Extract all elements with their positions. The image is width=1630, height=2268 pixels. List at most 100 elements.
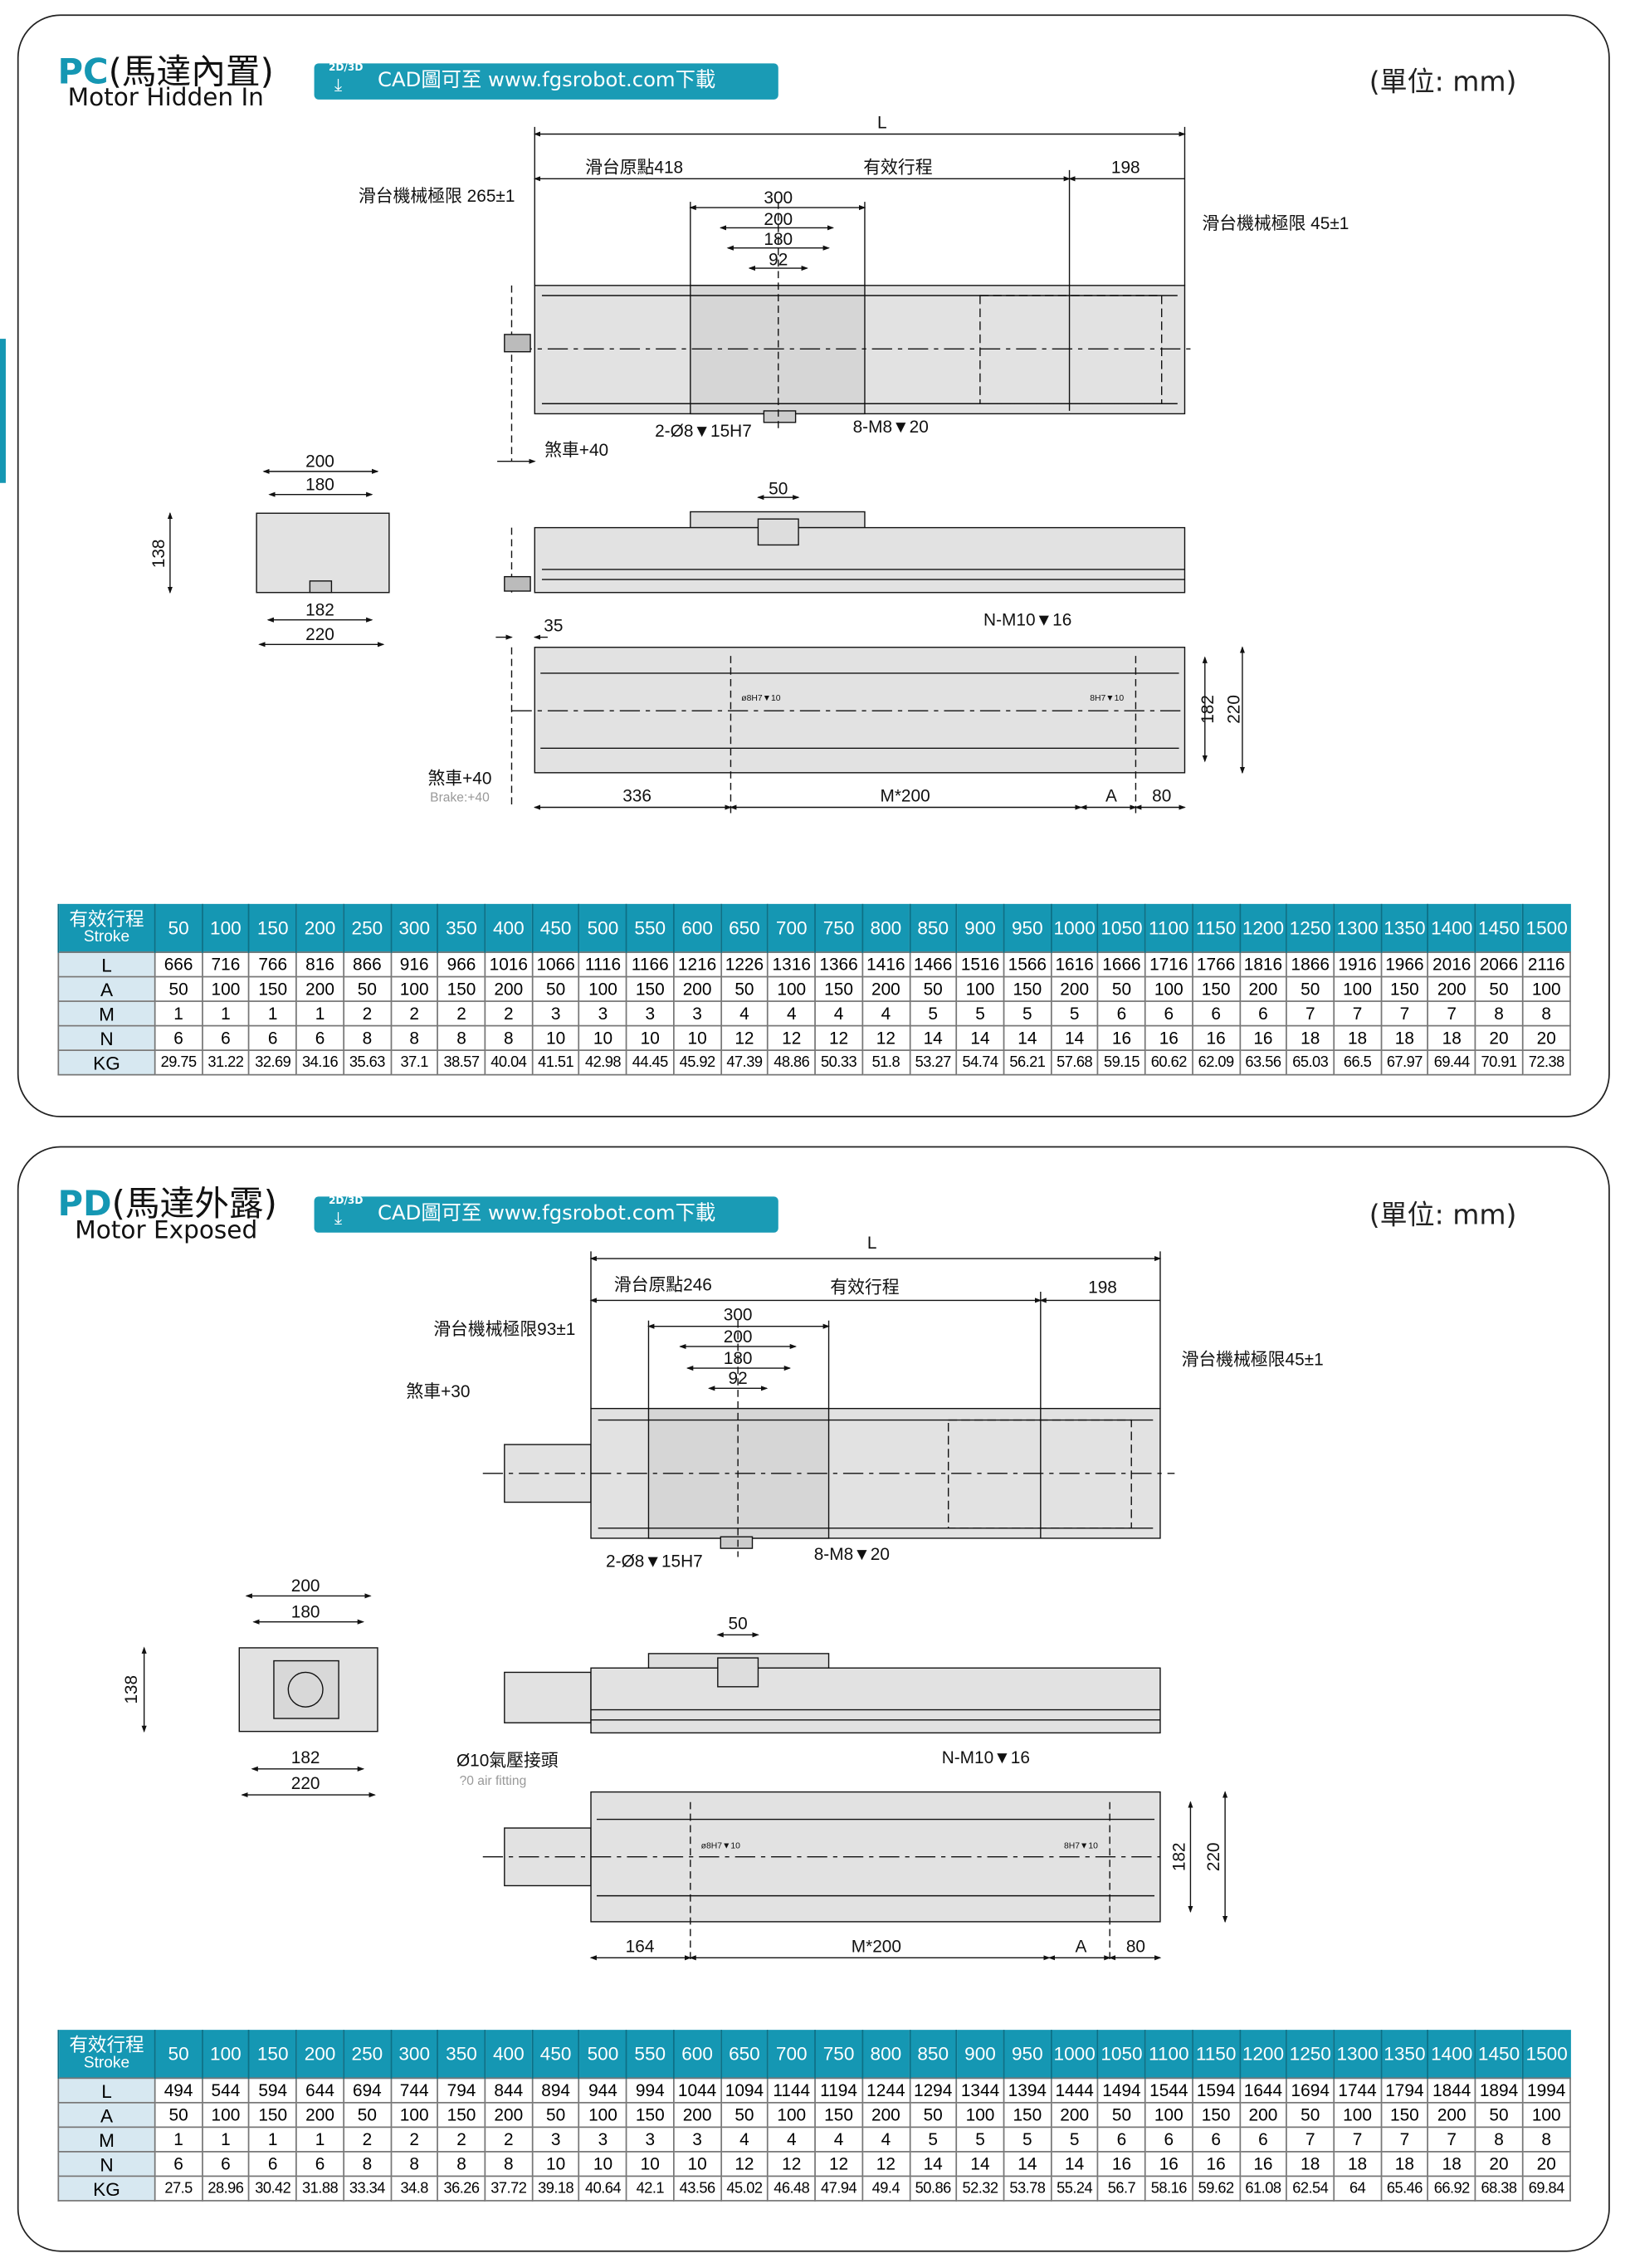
pc-panel [17, 14, 1610, 1117]
stroke-header-cn: 有效行程 [69, 907, 144, 930]
table-cell: 4 [861, 1000, 910, 1027]
table-cell: 50 [1286, 2101, 1335, 2129]
air-fitting-label: Ø10氣壓接頭 [456, 1751, 559, 1770]
row-label: N [57, 1024, 156, 1051]
pd-dim-180: 180 [724, 1349, 753, 1368]
stroke-value: 750 [814, 903, 862, 953]
table-cell: 966 [437, 951, 486, 978]
table-cell: 8 [389, 1024, 439, 1051]
table-cell: 3 [578, 1000, 627, 1027]
stroke-header-en: Stroke [83, 927, 130, 946]
stroke-value: 700 [767, 903, 816, 953]
table-cell: 12 [767, 2151, 817, 2178]
table-cell: 1816 [1238, 951, 1288, 978]
stroke-value: 1000 [1050, 903, 1099, 953]
table-cell: 200 [861, 2101, 910, 2129]
end-138: 138 [149, 539, 168, 568]
table-cell: 6 [201, 2151, 251, 2178]
table-cell: 50 [1097, 975, 1146, 1002]
pd-cad-download-link[interactable]: 2D/3D ⤓ CAD圖可至 www.fgsrobot.com下載 [314, 1195, 778, 1233]
table-cell: 53.78 [1003, 2175, 1052, 2202]
pd-end-view [238, 1647, 378, 1733]
stroke-value: 150 [248, 2030, 297, 2079]
table-cell: 50 [154, 2101, 203, 2129]
table-cell: 51.8 [861, 1049, 910, 1076]
pc-title: PC(馬達內置) [57, 43, 273, 94]
table-cell: 6 [248, 2151, 298, 2178]
table-cell: 200 [861, 975, 910, 1002]
stroke-value: 250 [343, 2030, 391, 2079]
table-cell: 3 [626, 2126, 675, 2153]
table-cell: 6 [248, 1024, 298, 1051]
table-cell: 6 [1191, 1000, 1241, 1027]
stroke-value: 300 [389, 2030, 438, 2079]
cad-text: CAD圖可至 www.fgsrobot.com下載 [377, 69, 716, 93]
end-182: 182 [305, 601, 334, 620]
dim-80: 80 [1152, 787, 1171, 806]
table-cell: 46.48 [767, 2175, 817, 2202]
table-cell: 5 [1003, 2126, 1052, 2153]
stroke-header-cn: 有效行程 [69, 2033, 144, 2055]
table-cell: 18 [1286, 1024, 1335, 1051]
table-cell: 39.18 [531, 2175, 580, 2202]
table-cell: 7 [1380, 1000, 1429, 1027]
pd-end-138: 138 [122, 1675, 141, 1704]
table-cell: 494 [154, 2077, 203, 2104]
table-cell: 150 [1380, 2101, 1429, 2129]
stroke-value: 100 [201, 903, 250, 953]
stroke-value: 750 [814, 2030, 862, 2079]
stroke-value: 1000 [1050, 2030, 1099, 2079]
table-cell: 6 [1191, 2126, 1241, 2153]
table-cell: 150 [1191, 2101, 1241, 2129]
pc-code: PC [57, 51, 109, 93]
dim-m200: M*200 [880, 787, 930, 806]
table-cell: 100 [955, 975, 1005, 1002]
stroke-value: 1400 [1427, 2030, 1476, 2079]
table-cell: 14 [1003, 2151, 1052, 2178]
table-cell: 50 [1474, 2101, 1524, 2129]
row-label: L [57, 951, 156, 978]
pc-cad-download-link[interactable]: 2D/3D ⤓ CAD圖可至 www.fgsrobot.com下載 [314, 61, 778, 100]
table-cell: 42.98 [578, 1049, 627, 1076]
cad-text: CAD圖可至 www.fgsrobot.com下載 [377, 1202, 716, 1226]
tap-label: 8-M8▼20 [853, 418, 929, 437]
end-180: 180 [305, 475, 334, 494]
table-cell: 42.1 [626, 2175, 675, 2202]
table-cell: 14 [1003, 1024, 1052, 1051]
table-cell: 100 [578, 2101, 627, 2129]
dim-origin: 滑台原點418 [585, 158, 683, 177]
table-cell: 18 [1286, 2151, 1335, 2178]
dim-stroke: 有效行程 [863, 158, 932, 177]
v220: 220 [1224, 695, 1243, 724]
stroke-value: 1350 [1380, 2030, 1428, 2079]
table-cell: 18 [1333, 1024, 1382, 1051]
stroke-value: 250 [343, 903, 391, 953]
table-cell: 1 [248, 1000, 298, 1027]
table-cell: 52.32 [955, 2175, 1005, 2202]
table-cell: 2 [484, 1000, 534, 1027]
stroke-value: 350 [437, 2030, 486, 2079]
stroke-value: 1150 [1191, 2030, 1240, 2079]
table-cell: 29.75 [154, 1049, 203, 1076]
dim-336: 336 [622, 787, 652, 806]
table-cell: 50.86 [908, 2175, 958, 2202]
table-cell: 3 [578, 2126, 627, 2153]
table-cell: 35.63 [343, 1049, 392, 1076]
table-cell: 1216 [672, 951, 722, 978]
table-cell: 31.22 [201, 1049, 251, 1076]
side-tab-marker [0, 339, 6, 483]
table-cell: 50 [1097, 2101, 1146, 2129]
table-cell: 47.94 [814, 2175, 863, 2202]
cad-badge: 2D/3D [328, 61, 364, 74]
table-cell: 34.16 [295, 1049, 344, 1076]
stroke-value: 700 [767, 2030, 816, 2079]
end-200: 200 [305, 452, 334, 472]
table-cell: 150 [1380, 975, 1429, 1002]
table-cell: 5 [1050, 1000, 1099, 1027]
table-cell: 4 [720, 2126, 769, 2153]
